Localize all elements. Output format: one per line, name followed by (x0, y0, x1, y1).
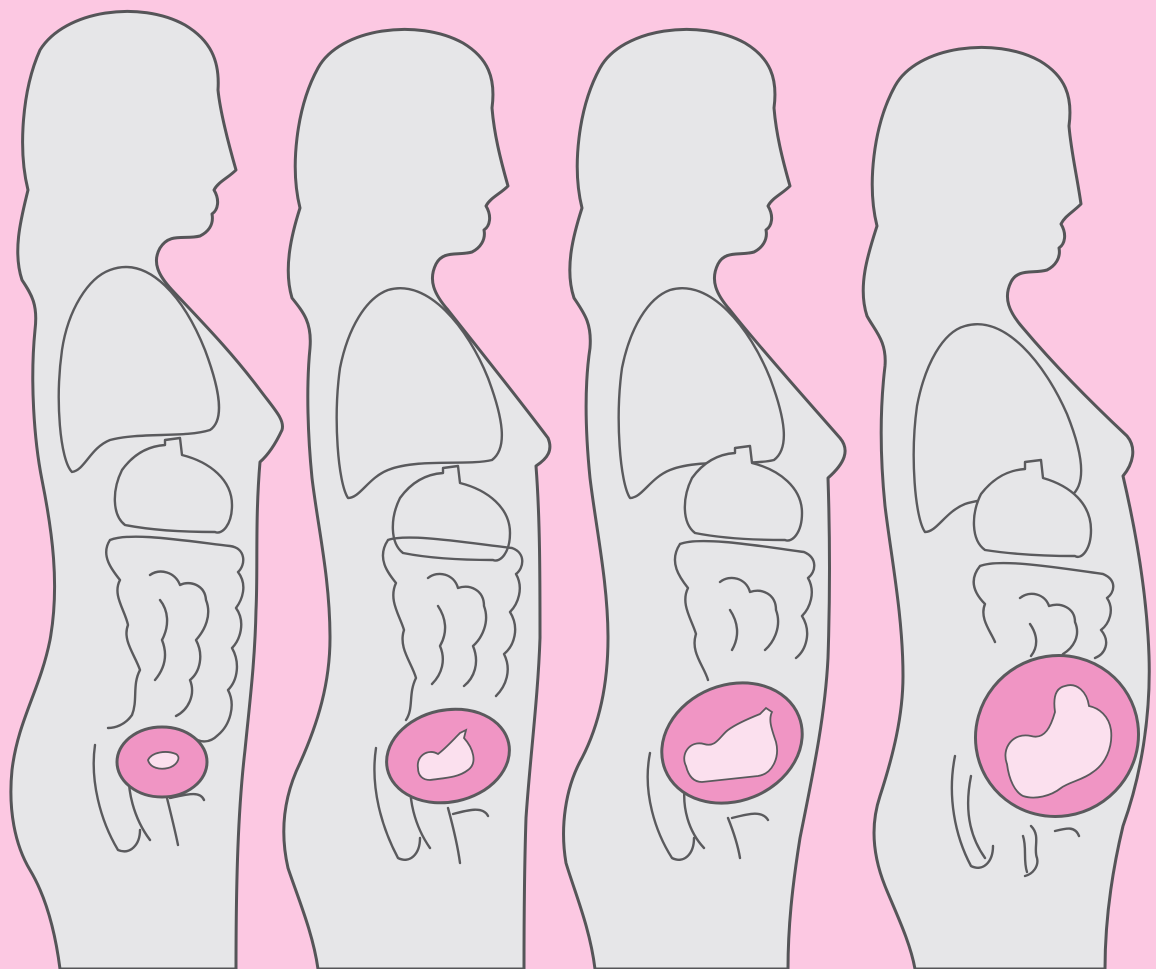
embryo (148, 752, 178, 769)
